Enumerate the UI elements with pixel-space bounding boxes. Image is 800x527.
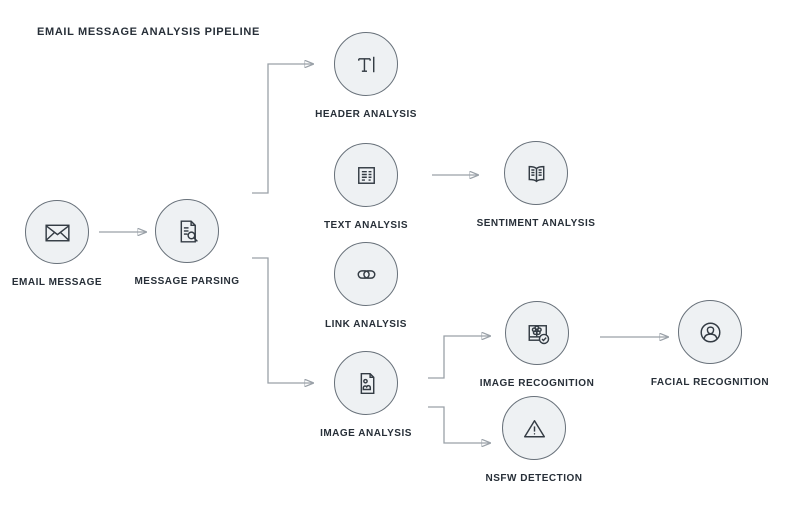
- node-label: HEADER ANALYSIS: [315, 109, 417, 120]
- node-image-analysis: IMAGE ANALYSIS: [281, 351, 451, 439]
- text-lines-icon: [357, 166, 375, 184]
- node-label: FACIAL RECOGNITION: [650, 377, 770, 388]
- diagram-title: EMAIL MESSAGE ANALYSIS PIPELINE: [37, 26, 260, 38]
- node-label: TEXT ANALYSIS: [323, 220, 409, 231]
- node-circle: [504, 141, 568, 205]
- node-message-parsing: MESSAGE PARSING: [102, 199, 272, 287]
- node-nsfw-detection: NSFW DETECTION: [449, 396, 619, 484]
- node-circle: [678, 300, 742, 364]
- node-circle: [502, 396, 566, 460]
- node-link-analysis: LINK ANALYSIS: [281, 242, 451, 330]
- envelope-icon: [44, 224, 70, 241]
- image-file-icon: [360, 372, 374, 394]
- node-label: SENTIMENT ANALYSIS: [476, 218, 596, 229]
- node-circle: [334, 32, 398, 96]
- person-avatar-icon: [699, 321, 721, 343]
- node-label: IMAGE ANALYSIS: [320, 428, 412, 439]
- node-label: MESSAGE PARSING: [134, 276, 240, 287]
- warning-triangle-icon: [523, 419, 545, 437]
- node-circle: [334, 242, 398, 306]
- node-facial-recognition: FACIAL RECOGNITION: [625, 300, 795, 388]
- node-label: EMAIL MESSAGE: [11, 277, 103, 288]
- node-circle: [334, 143, 398, 207]
- node-label: IMAGE RECOGNITION: [479, 378, 595, 389]
- node-label: LINK ANALYSIS: [325, 319, 407, 330]
- node-sentiment-analysis: SENTIMENT ANALYSIS: [451, 141, 621, 229]
- node-circle: [505, 301, 569, 365]
- text-cursor-icon: [357, 56, 374, 72]
- node-circle: [155, 199, 219, 263]
- node-circle: [25, 200, 89, 264]
- chain-link-icon: [357, 269, 375, 279]
- flower-check-icon: [528, 324, 549, 344]
- document-search-icon: [180, 219, 198, 243]
- node-email-message: EMAIL MESSAGE: [0, 200, 142, 288]
- open-book-icon: [528, 165, 544, 182]
- node-label: NSFW DETECTION: [485, 473, 583, 484]
- node-circle: [334, 351, 398, 415]
- node-header-analysis: HEADER ANALYSIS: [281, 32, 451, 120]
- node-image-recognition: IMAGE RECOGNITION: [452, 301, 622, 389]
- node-text-analysis: TEXT ANALYSIS: [281, 143, 451, 231]
